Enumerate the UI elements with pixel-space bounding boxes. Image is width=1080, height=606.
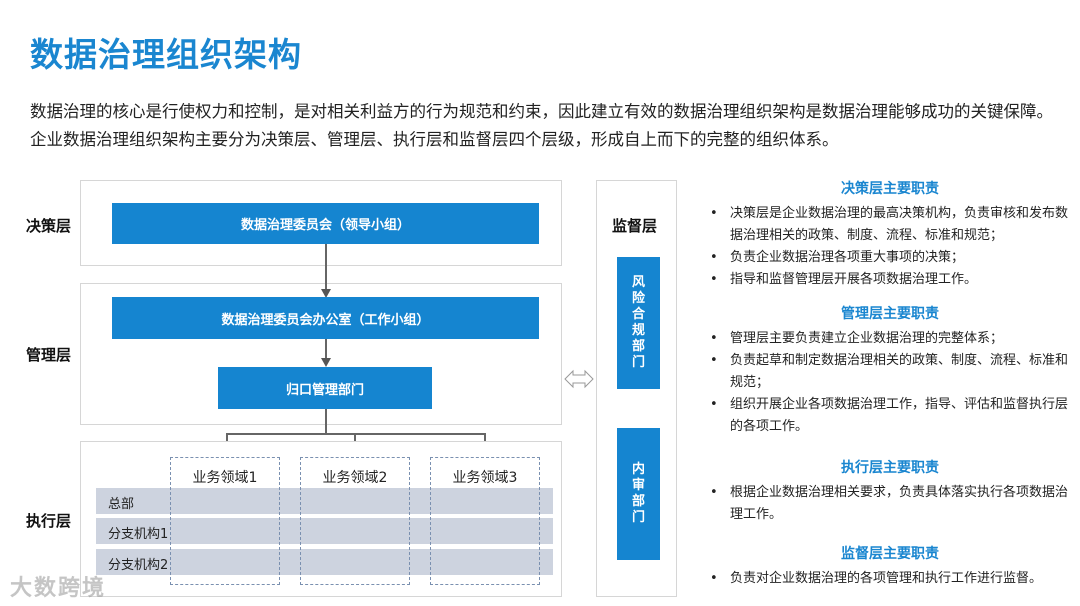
connector-line [354, 433, 356, 447]
row-band-branch2: 分支机构2 [96, 549, 553, 575]
row-label: 分支机构1 [108, 527, 169, 542]
section-title: 决策层主要职责 [841, 181, 939, 197]
watermark-logo: 大数跨境 [10, 576, 107, 601]
execution-responsibilities: 执行层主要职责 根据企业数据治理相关要求，负责具体落实执行各项数据治理工作。 [710, 457, 1070, 526]
layer-label-management: 管理层 [26, 346, 72, 364]
decision-responsibilities: 决策层主要职责 决策层是企业数据治理的最高决策机构，负责审核和发布数据治理相关的… [710, 178, 1070, 291]
internal-audit-box: 内 审 部 门 [617, 428, 660, 560]
list-item: 组织开展企业各项数据治理工作，指导、评估和监督执行层的各项工作。 [710, 394, 1070, 438]
management-responsibilities: 管理层主要职责 管理层主要负责建立企业数据治理的完整体系； 负责起草和制定数据治… [710, 303, 1070, 438]
domain-label-1: 业务领域1 [192, 470, 258, 486]
box-char: 门 [631, 510, 645, 525]
dept-box: 归口管理部门 [218, 367, 432, 409]
domain-label-3: 业务领域3 [452, 470, 518, 486]
list-item: 负责企业数据治理各项重大事项的决策； [710, 247, 1070, 269]
row-band-branch1: 分支机构1 [96, 518, 553, 544]
box-char: 内 [631, 462, 645, 477]
office-box: 数据治理委员会办公室（工作小组） [112, 297, 539, 339]
row-band-hq: 总部 [96, 488, 553, 514]
box-char: 风 [631, 275, 645, 290]
connector-line [325, 244, 327, 294]
connector-line [484, 433, 486, 447]
decision-committee-box: 数据治理委员会（领导小组） [112, 203, 539, 244]
domain-column-3 [430, 457, 540, 585]
row-label: 总部 [108, 497, 135, 512]
list-item: 决策层是企业数据治理的最高决策机构，负责审核和发布数据治理相关的政策、制度、流程… [710, 203, 1070, 247]
connector-line [226, 433, 228, 447]
list-item: 根据企业数据治理相关要求，负责具体落实执行各项数据治理工作。 [710, 482, 1070, 526]
box-char: 部 [631, 494, 645, 509]
box-char: 合 [631, 307, 645, 322]
page-title: 数据治理组织架构 [30, 35, 302, 74]
row-label: 分支机构2 [108, 558, 169, 573]
intro-paragraph: 数据治理的核心是行使权力和控制，是对相关利益方的行为规范和约束，因此建立有效的数… [30, 102, 1053, 149]
supervision-responsibilities: 监督层主要职责 负责对企业数据治理的各项管理和执行工作进行监督。 [710, 543, 1070, 590]
domain-column-1 [170, 457, 280, 585]
list-item: 负责对企业数据治理的各项管理和执行工作进行监督。 [710, 568, 1070, 590]
list-item: 负责起草和制定数据治理相关的政策、制度、流程、标准和规范； [710, 350, 1070, 394]
layer-label-decision: 决策层 [26, 217, 72, 235]
arrow-down-icon [321, 358, 331, 367]
section-title: 管理层主要职责 [841, 306, 939, 322]
box-char: 险 [631, 291, 645, 306]
risk-compliance-box: 风 险 合 规 部 门 [617, 257, 660, 389]
arrow-down-icon [321, 289, 331, 298]
box-char: 规 [631, 323, 645, 338]
box-char: 部 [631, 339, 645, 354]
domain-label-2: 业务领域2 [322, 470, 388, 486]
layer-label-supervision: 监督层 [612, 217, 658, 235]
box-char: 审 [631, 478, 645, 493]
box-char: 门 [631, 355, 645, 370]
connector-line [325, 409, 327, 435]
list-item: 指导和监督管理层开展各项数据治理工作。 [710, 269, 1070, 291]
section-title: 监督层主要职责 [841, 546, 939, 562]
bidirectional-arrow-icon [564, 369, 594, 389]
connector-line [325, 339, 327, 361]
layer-label-execution: 执行层 [26, 512, 72, 530]
section-title: 执行层主要职责 [841, 460, 939, 476]
domain-column-2 [300, 457, 410, 585]
list-item: 管理层主要负责建立企业数据治理的完整体系； [710, 328, 1070, 350]
